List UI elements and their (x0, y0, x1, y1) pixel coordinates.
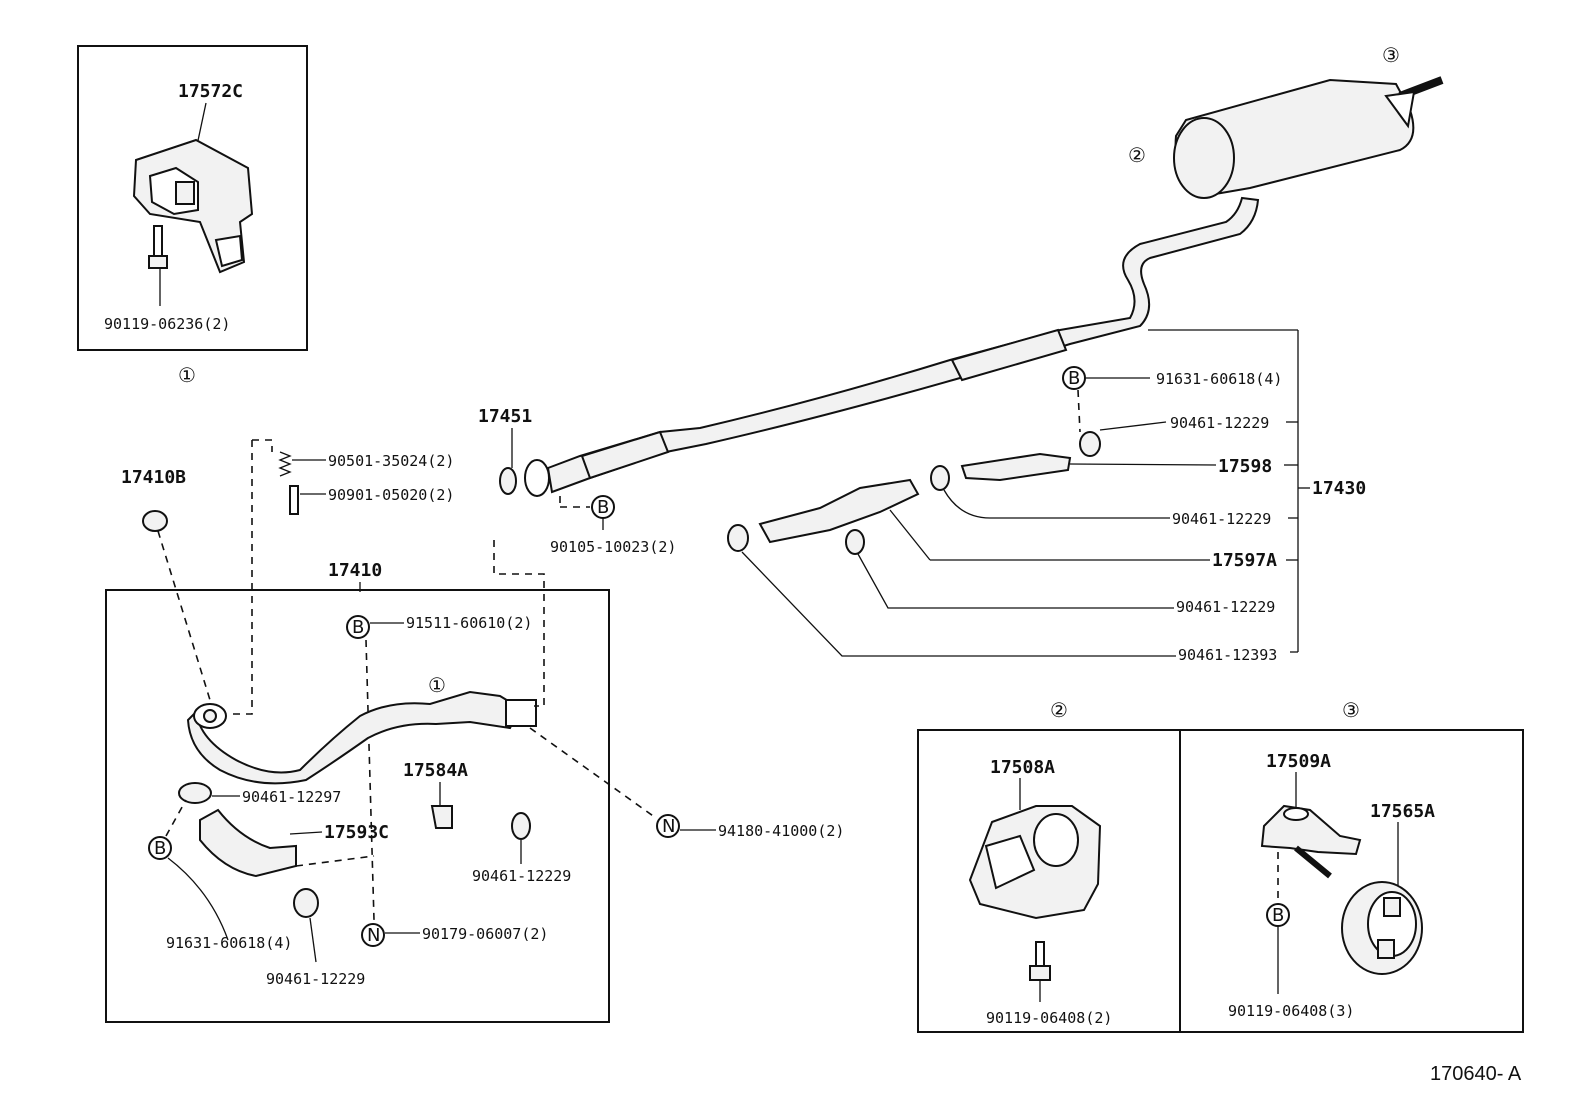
clamp-d-part (727, 524, 749, 552)
n-tag-1: N (662, 816, 675, 837)
label-90501-35024: 90501-35024(2) (328, 452, 454, 470)
label-90119-06236: 90119-06236(2) (104, 315, 230, 333)
muffler-part (1173, 76, 1444, 199)
label-90105-10023: 90105-10023(2) (550, 538, 676, 556)
label-90179-06007: 90179-06007(2) (422, 925, 548, 943)
label-17584a: 17584A (403, 760, 468, 781)
insulator-17597a-part (758, 478, 920, 544)
rubber-hanger-17565a-part (1341, 881, 1423, 975)
label-17451: 17451 (478, 406, 532, 427)
inset-3-border (1179, 729, 1524, 1033)
label-90461-12393: 90461-12393 (1178, 646, 1277, 664)
inset-2: ② 17508A 90119-06408(2) (917, 700, 1181, 1033)
clamp-90461-12229-b-part (293, 888, 319, 918)
front-pipe-box (105, 589, 610, 1023)
spring-part (278, 451, 292, 477)
label-90461-12229-d: 90461-12229 (1172, 510, 1271, 528)
bracket-17509a-part (1260, 804, 1362, 879)
hanger-17508a-part (968, 805, 1102, 920)
b-tag-5: B (1272, 905, 1284, 926)
clamp-b-part (930, 465, 950, 491)
center-pipe-17430-part (524, 196, 1260, 497)
clamp-c-part (845, 529, 865, 555)
b-tag-1: B (352, 617, 364, 638)
label-90119-06408-a: 90119-06408(2) (986, 1009, 1112, 1027)
label-90461-12297: 90461-12297 (242, 788, 341, 806)
clamp-a-part (1079, 431, 1101, 457)
gasket-17451-part (499, 467, 517, 495)
insulator-17593c-part (199, 808, 297, 878)
inset-1: 17572C 90119-06236(2) ① (77, 45, 308, 387)
muffler-marker-2: ② (1128, 145, 1146, 167)
label-17430: 17430 (1312, 478, 1366, 499)
label-90901-05020: 90901-05020(2) (328, 486, 454, 504)
inset-2-marker: ② (1050, 700, 1068, 722)
label-17565a: 17565A (1370, 801, 1435, 822)
diagram-reference: 170640- A (1430, 1063, 1522, 1085)
bolt-90119-06236-part (148, 225, 168, 306)
label-91631-60618-front: 91631-60618(4) (166, 934, 292, 952)
b-tag-2: B (154, 838, 166, 859)
clamp-90461-12297-part (178, 782, 212, 804)
label-17598: 17598 (1218, 456, 1272, 477)
label-90461-12229-b: 90461-12229 (266, 970, 365, 988)
label-17410b: 17410B (121, 467, 186, 488)
front-pipe-section: 17410B 90501-35024(2) 90901-05020(2) 174… (105, 439, 844, 1023)
label-94180-41000: 94180-41000(2) (718, 822, 844, 840)
b-tag-4: B (597, 497, 609, 518)
label-17597a: 17597A (1212, 550, 1277, 571)
label-17508a: 17508A (990, 757, 1055, 778)
clip-17584a-part (430, 805, 453, 829)
bolt-90901-part (289, 485, 299, 515)
label-90461-12229-c: 90461-12229 (1170, 414, 1269, 432)
label-90461-12229-a: 90461-12229 (472, 867, 571, 885)
n-tag-2: N (367, 925, 380, 946)
label-17509a: 17509A (1266, 751, 1331, 772)
label-17410: 17410 (328, 560, 382, 581)
label-90461-12229-e: 90461-12229 (1176, 598, 1275, 616)
front-pipe-17410-part (186, 690, 537, 785)
label-90119-06408-b: 90119-06408(3) (1228, 1002, 1354, 1020)
b-tag-3: B (1068, 368, 1080, 389)
label-17593c: 17593C (324, 822, 389, 843)
insulator-17598-part (960, 452, 1072, 482)
front-pipe-marker: ① (428, 675, 446, 697)
bolt-90119-06408-a-part (1035, 941, 1045, 969)
inset-3: ③ 17509A 17565A B 90119-06408(3) (1179, 700, 1524, 1033)
inset-1-marker: ① (178, 365, 196, 387)
bracket-17572c-part (132, 138, 254, 274)
center-pipe-section: 17451 ③ ② 17430 B 91631-60618(4) (478, 45, 1444, 664)
label-91631-60618-center: 91631-60618(4) (1156, 370, 1282, 388)
label-91511-60610: 91511-60610(2) (406, 614, 532, 632)
inset-3-marker: ③ (1342, 700, 1360, 722)
label-17572c: 17572C (178, 81, 243, 102)
inset-1-border (77, 45, 308, 351)
muffler-marker-3: ③ (1382, 45, 1400, 67)
clip-90461-12229-part (511, 812, 531, 840)
gasket-17410b-part (142, 510, 168, 532)
